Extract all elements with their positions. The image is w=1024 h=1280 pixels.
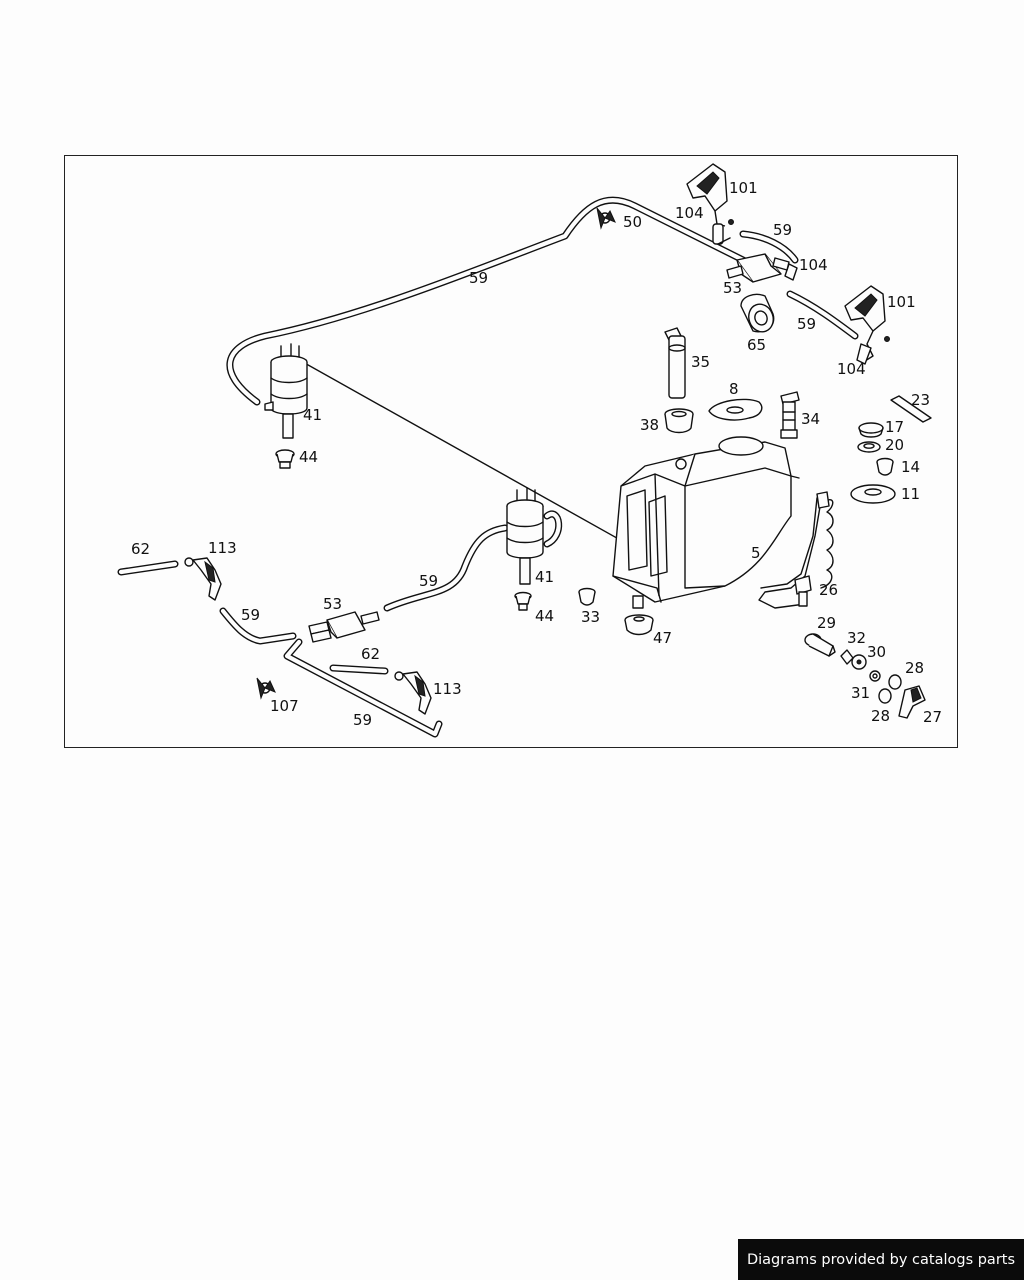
callout-104-lower: 104: [837, 360, 866, 378]
callout-59-upper: 59: [773, 221, 792, 239]
callout-59-main: 59: [469, 269, 488, 287]
callout-20: 20: [885, 436, 904, 454]
nozzle-113-upper: [184, 557, 222, 601]
callout-35: 35: [691, 353, 710, 371]
callout-27: 27: [923, 708, 942, 726]
grommet-33: [578, 587, 596, 606]
callout-101-lower: 101: [887, 293, 916, 311]
grommet-65: [740, 293, 775, 333]
callout-34: 34: [801, 410, 820, 428]
callout-29: 29: [817, 614, 836, 632]
ring-11: [850, 484, 896, 504]
callout-113-lower: 113: [433, 680, 462, 698]
gasket-8: [708, 398, 763, 421]
hose-lower-62: [329, 664, 389, 675]
pump-41-lower: [506, 487, 544, 585]
sensor-27: [898, 685, 926, 719]
nut-31: [869, 670, 881, 682]
catalog-credit-badge: Diagrams provided by catalogs parts: [738, 1239, 1024, 1280]
callout-labels: 101 104 59 50 104 53 59 101 59 65 104 35…: [131, 179, 942, 729]
hose-right-59: [786, 290, 859, 340]
callout-65: 65: [747, 336, 766, 354]
callout-33: 33: [581, 608, 600, 626]
washer-system-exploded-diagram: 101 104 59 50 104 53 59 101 59 65 104 35…: [117, 163, 942, 738]
clip-107: [256, 677, 276, 700]
pump-41-upper: [264, 343, 308, 439]
callout-30: 30: [867, 643, 886, 661]
pump-53-upper: [726, 253, 790, 283]
callout-11: 11: [901, 485, 920, 503]
hose-main-59: [226, 196, 759, 406]
hose-mid-59: [383, 524, 509, 612]
callout-23: 23: [911, 391, 930, 409]
wiring-harness-26: [758, 491, 834, 609]
clip-50: [596, 207, 616, 230]
nozzle-101-upper: [686, 163, 734, 227]
callout-101-upper: 101: [729, 179, 758, 197]
grommet-44-lower: [514, 591, 532, 611]
callout-62-lower: 62: [361, 645, 380, 663]
tank-pump-hose: [543, 510, 563, 548]
strap-23: [890, 395, 932, 423]
bolt-34: [780, 391, 800, 439]
pump-53-lower: [308, 611, 380, 643]
callout-17: 17: [885, 418, 904, 436]
grommet-47: [624, 614, 654, 636]
callout-26: 26: [819, 581, 838, 599]
nozzle-113-lower: [394, 671, 432, 715]
callout-44-upper: 44: [299, 448, 318, 466]
callout-59-bottom: 59: [353, 711, 372, 729]
callout-62-upper: 62: [131, 540, 150, 558]
callout-47: 47: [653, 629, 672, 647]
washer-tank-5: [612, 436, 800, 609]
callout-104-mid: 104: [799, 256, 828, 274]
callout-53-upper: 53: [723, 279, 742, 297]
clamp-32: [840, 649, 854, 665]
callout-104-upper: 104: [675, 204, 704, 222]
callout-113-upper: 113: [208, 539, 237, 557]
guide-line: [300, 360, 641, 552]
check-valve-104-a: [712, 223, 731, 245]
hose-left-59: [219, 607, 297, 645]
callout-44-lower: 44: [535, 607, 554, 625]
seal-38: [664, 408, 694, 434]
callout-107: 107: [270, 697, 299, 715]
credit-text: Diagrams provided by catalogs parts: [746, 1251, 1016, 1268]
callout-5: 5: [751, 544, 761, 562]
callout-28-lower: 28: [871, 707, 890, 725]
impeller-30: [851, 654, 867, 670]
ring-20: [857, 441, 881, 453]
callout-41-upper: 41: [303, 406, 322, 424]
callout-50: 50: [623, 213, 642, 231]
hose-upper-59: [739, 230, 799, 264]
grommet-44-upper: [275, 449, 295, 469]
callout-59-left: 59: [241, 606, 260, 624]
callout-53-lower: 53: [323, 595, 342, 613]
callout-41-lower: 41: [535, 568, 554, 586]
cap-17: [858, 422, 884, 438]
callout-59-right: 59: [797, 315, 816, 333]
callout-31: 31: [851, 684, 870, 702]
check-valve-104-c: [856, 343, 872, 365]
callout-32: 32: [847, 629, 866, 647]
oring-28-a: [888, 674, 902, 690]
callout-59-mid: 59: [419, 572, 438, 590]
pump-cap-29: [804, 633, 836, 657]
callout-38: 38: [640, 416, 659, 434]
parts-diagram-frame: 101 104 59 50 104 53 59 101 59 65 104 35…: [64, 155, 958, 748]
filler-neck-35: [664, 327, 686, 399]
hose-left-62: [117, 560, 179, 576]
callout-28-upper: 28: [905, 659, 924, 677]
callout-14: 14: [901, 458, 920, 476]
grommet-14: [876, 457, 894, 476]
callout-8: 8: [729, 380, 739, 398]
oring-28-b: [878, 688, 892, 704]
hose-long-59: [283, 638, 443, 738]
